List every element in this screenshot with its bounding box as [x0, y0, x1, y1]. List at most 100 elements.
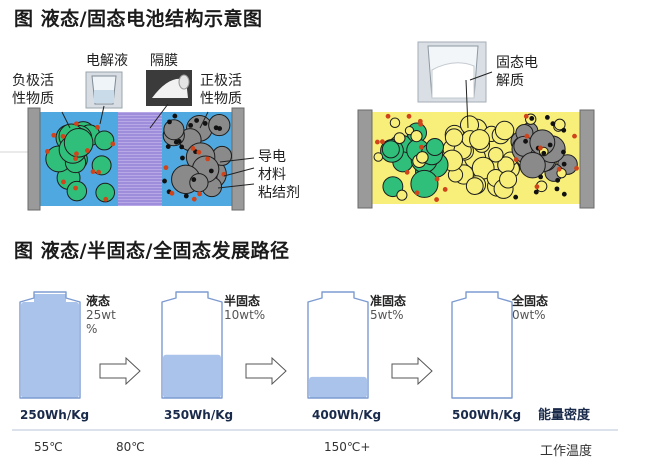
binder-dot — [418, 144, 424, 150]
solid-cathode-collector — [579, 109, 595, 209]
conductive-dot — [194, 118, 200, 123]
energy-density-axis-label: 能量密度 — [538, 408, 591, 423]
binder-dot — [556, 166, 562, 172]
binder-dot — [103, 196, 109, 202]
binder-dot — [169, 190, 175, 196]
conductive-dot — [533, 189, 539, 195]
conductive-dot — [183, 193, 189, 199]
binder-dot — [74, 121, 79, 127]
conductive-dot — [544, 115, 550, 120]
conductive-dot — [538, 174, 544, 180]
progress-arrows — [99, 356, 433, 386]
temp-150: 150℃+ — [324, 440, 371, 454]
binder-dot — [417, 118, 423, 124]
binder-dot — [74, 151, 79, 157]
cathode-particle — [208, 113, 231, 137]
binder-dot — [379, 139, 385, 145]
binder-dot — [110, 141, 116, 147]
section2-title: 图 液态/半固态/全固态发展路径 — [14, 240, 290, 262]
binder-dot — [374, 139, 380, 145]
anode-particle — [91, 155, 112, 176]
solid-electrolyte-particle — [488, 147, 504, 163]
binder-dot — [205, 156, 211, 162]
solid-electrolyte-particle — [494, 120, 515, 141]
conductive-dot — [541, 150, 547, 156]
energy-density-liquid: 250Wh/Kg — [20, 408, 90, 422]
binder-dot — [434, 197, 439, 202]
binder-dot — [513, 157, 519, 163]
cathode-particle — [163, 119, 185, 141]
solid-battery-diagram — [357, 109, 595, 209]
anode-label: 负极活性物质 — [12, 73, 54, 107]
conductive-dot — [561, 191, 567, 197]
conductive-dot — [555, 177, 561, 183]
stage-label-liquid: 液态 25wt % — [86, 294, 116, 336]
binder-dot — [572, 133, 577, 139]
solid-electrolyte-particle — [469, 129, 490, 151]
binder-dot — [385, 113, 391, 119]
binder-dot — [45, 149, 50, 154]
conductive-dot — [165, 144, 171, 149]
cathode-particle — [519, 152, 546, 179]
working-temp-axis-label: 工作温度 — [540, 444, 593, 459]
separator-film-icon — [146, 70, 192, 106]
conductive-dot — [162, 178, 167, 184]
solid-electrolyte-particle — [393, 132, 406, 145]
solid-electrolyte-particle — [444, 128, 464, 147]
conductive-dot — [188, 122, 194, 128]
binder-dot — [442, 187, 448, 192]
bottle-outline — [307, 291, 369, 399]
conductive-dot — [208, 168, 214, 174]
conductive-label: 导电材料 — [258, 149, 286, 183]
cathode-label: 正极活性物质 — [200, 73, 242, 107]
energy-density-all-solid: 500Wh/Kg — [452, 408, 522, 422]
stage-label-semi-solid: 半固态 10wt% — [224, 294, 266, 322]
battery-bottle — [161, 291, 223, 399]
binder-dot — [434, 176, 440, 182]
binder-dot — [90, 169, 96, 175]
conductive-dot — [561, 127, 567, 133]
binder-dot — [538, 145, 543, 151]
conductive-dot — [180, 155, 185, 161]
binder-dot — [60, 133, 66, 139]
binder-dot — [523, 113, 529, 119]
solid-electrolyte-particle — [465, 177, 484, 195]
conductive-dot — [529, 116, 535, 121]
binder-dot — [190, 146, 196, 151]
binder-dot — [574, 165, 579, 171]
conductive-dot — [523, 138, 528, 144]
solid-electrolyte-particle — [389, 117, 401, 128]
binder-dot — [524, 133, 530, 139]
conductive-dot — [554, 186, 560, 192]
temp-80: 80℃ — [116, 440, 145, 454]
binder-dot — [191, 196, 197, 202]
pointer-lines — [61, 103, 255, 189]
arrow-icon — [391, 356, 433, 386]
separator-label: 隔膜 — [150, 53, 178, 69]
binder-dot — [404, 169, 410, 175]
binder-dot — [61, 179, 66, 185]
binder-dot — [73, 185, 78, 191]
stage-label-all-solid: 全固态 0wt% — [512, 294, 549, 322]
conductive-dot — [202, 121, 208, 126]
binder-dot — [196, 149, 202, 155]
liquid-battery-diagram — [27, 107, 245, 211]
conductive-dot — [547, 142, 553, 148]
separator-zone — [118, 112, 162, 206]
binder-label: 粘结剂 — [258, 185, 300, 201]
anode-particle — [66, 180, 88, 202]
electrolyte-fill — [21, 302, 79, 398]
energy-density-semi-solid: 350Wh/Kg — [164, 408, 234, 422]
binder-dot — [85, 148, 90, 153]
bottle-outline — [161, 291, 223, 399]
binder-dot — [163, 165, 169, 171]
arrow-icon — [245, 356, 287, 386]
bottle-outline — [19, 291, 81, 399]
anode-particle — [95, 182, 116, 203]
temp-55: 55℃ — [34, 440, 63, 454]
solid-electrolyte-particle — [410, 130, 423, 143]
conductive-dot — [561, 161, 567, 167]
battery-bottle — [451, 291, 513, 399]
energy-density-quasi-solid: 400Wh/Kg — [312, 408, 382, 422]
